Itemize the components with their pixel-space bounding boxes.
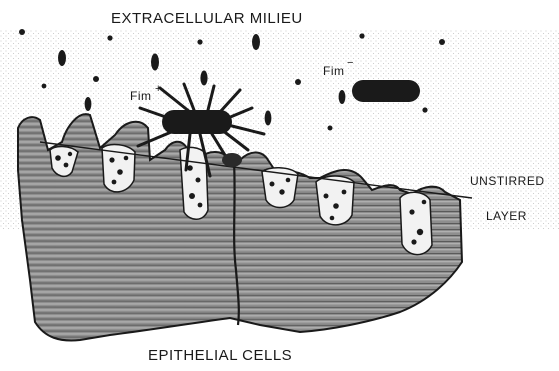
fim-minus-label: Fim [323,64,345,78]
epithelial-cells-label: EPITHELIAL CELLS [148,347,292,364]
layer-label: LAYER [486,209,527,223]
unstirred-label: UNSTIRRED [470,174,545,188]
crypt-5 [316,176,354,225]
fim-minus-body [352,80,420,102]
fim-plus-attached-bacterium [222,153,242,167]
crypt-6 [400,192,432,254]
crypt-3 [180,147,208,219]
fim-plus-sup: + [155,83,162,95]
fim-plus-body [162,110,232,134]
fim-plus-label: Fim [130,89,152,103]
fim-minus-sup: − [347,57,354,69]
extracellular-milieu-label: EXTRACELLULAR MILIEU [111,10,303,27]
